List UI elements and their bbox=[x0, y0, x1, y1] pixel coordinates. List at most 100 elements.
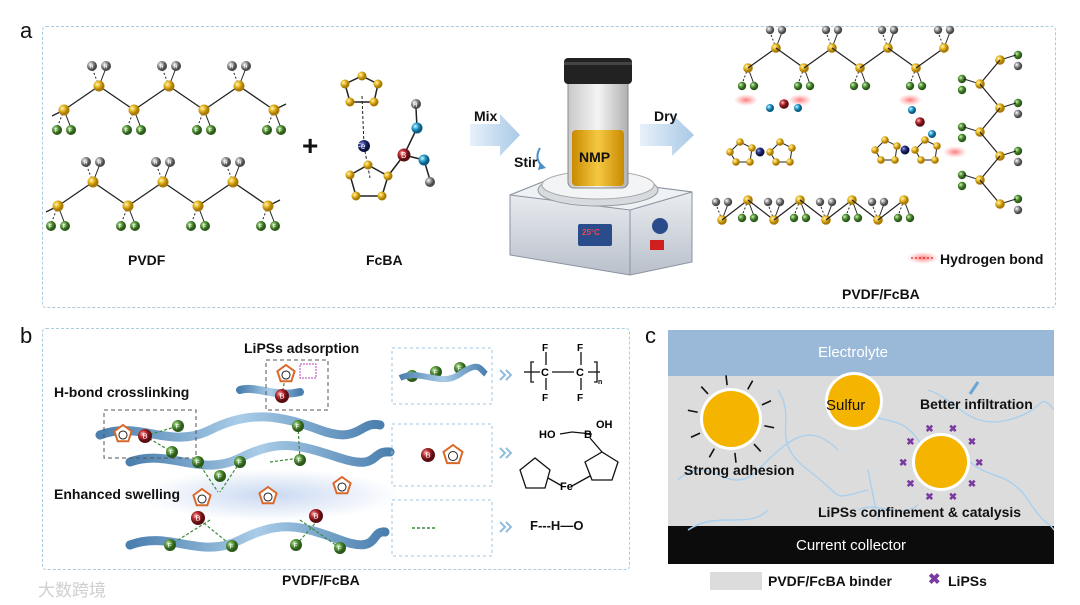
hydrogen-atom bbox=[87, 61, 97, 71]
boron-atom bbox=[397, 148, 411, 162]
hydrogen-atom-symbol: H bbox=[104, 65, 108, 71]
fluorine-atom bbox=[957, 122, 967, 132]
carbon-atom bbox=[369, 97, 379, 107]
adhesion-tick bbox=[725, 375, 728, 386]
svg-text:n: n bbox=[598, 379, 602, 386]
panel-c-graphic: ✖✖✖✖✖✖✖✖✖✖ bbox=[677, 372, 1054, 531]
adhesion-tick bbox=[690, 432, 701, 439]
carbon-atom bbox=[122, 200, 134, 212]
fluorine-atom bbox=[849, 81, 859, 91]
oxygen-atom bbox=[766, 104, 774, 112]
fluorine-atom bbox=[805, 81, 815, 91]
svg-text:F: F bbox=[542, 343, 548, 354]
carbon-atom bbox=[891, 156, 899, 164]
hydrogen-atom bbox=[95, 157, 105, 167]
stir-label: Stir bbox=[514, 154, 538, 170]
fluorine-atom bbox=[749, 81, 759, 91]
carbon-atom bbox=[357, 71, 367, 81]
svg-text:C: C bbox=[541, 367, 549, 379]
fluorine-atom bbox=[334, 542, 346, 554]
lips-marker-icon: ✖ bbox=[949, 492, 957, 503]
lips-marker-icon: ✖ bbox=[968, 479, 976, 490]
fluorine-atom bbox=[186, 221, 196, 231]
vial-solvent-label: NMP bbox=[579, 149, 610, 165]
cyclopentadienyl-ring bbox=[192, 487, 212, 507]
fluorine-atom bbox=[957, 74, 967, 84]
sulfur-label: Sulfur bbox=[826, 397, 866, 414]
fluorine-atom bbox=[957, 170, 967, 180]
carbon-atom bbox=[93, 80, 105, 92]
hydrogen-atom bbox=[1013, 109, 1023, 119]
panel-a-letter: a bbox=[20, 18, 33, 43]
carbon-atom bbox=[87, 176, 99, 188]
carbon-atom bbox=[345, 170, 355, 180]
boron-atom bbox=[138, 429, 152, 443]
pvdf-structural-formula bbox=[524, 352, 600, 390]
boron-atom bbox=[191, 511, 205, 525]
carbon-atom bbox=[877, 156, 885, 164]
fluorine-atom-symbol: F bbox=[168, 543, 172, 550]
pvdf-label: PVDF bbox=[128, 252, 166, 268]
infiltration-channels bbox=[677, 389, 1054, 531]
boron-atom bbox=[915, 117, 925, 127]
fluorine-atom bbox=[276, 125, 286, 135]
hydrogen-bond-glow bbox=[943, 146, 967, 158]
lips-marker-icon: ✖ bbox=[949, 424, 957, 435]
hydrogen-atom-symbol: H bbox=[84, 161, 88, 167]
lips-confinement-label: LiPSs confinement & catalysis bbox=[818, 504, 1022, 520]
fluorine-atom-symbol: F bbox=[265, 129, 269, 135]
hydrogen-atom bbox=[81, 157, 91, 167]
fluorine-atom-symbol: F bbox=[338, 546, 342, 553]
legend-box-fcba bbox=[391, 423, 493, 487]
oxygen-atom bbox=[928, 130, 936, 138]
hydrogen-atom bbox=[815, 197, 825, 207]
hydrogen-atom bbox=[945, 25, 955, 35]
fluorine-atom bbox=[1013, 50, 1023, 60]
binder-ribbons bbox=[95, 384, 395, 552]
carbon-atom bbox=[58, 104, 70, 116]
adsorption-box bbox=[265, 359, 329, 411]
carbon-atom bbox=[911, 146, 919, 154]
boron-atom bbox=[309, 509, 323, 523]
boron-atom bbox=[421, 448, 435, 462]
carbon-atom bbox=[776, 138, 784, 146]
fluorine-atom bbox=[861, 81, 871, 91]
iron-atom bbox=[358, 140, 370, 152]
fluorine-atom-symbol: F bbox=[133, 225, 137, 231]
fluorine-atom bbox=[957, 133, 967, 143]
carbon-atom bbox=[345, 97, 355, 107]
carbon-atom bbox=[748, 144, 756, 152]
hydrogen-atom-symbol: H bbox=[160, 65, 164, 71]
boron-atom bbox=[779, 99, 789, 109]
fluorine-atom-symbol: F bbox=[294, 543, 298, 550]
fluorine-atom-symbol: F bbox=[218, 474, 222, 481]
carbon-atom bbox=[893, 142, 901, 150]
lips-marker-icon: ✖ bbox=[899, 458, 907, 469]
binder-legend-swatch bbox=[710, 572, 762, 590]
panel-b-frame bbox=[42, 328, 630, 570]
hydrogen-atom-symbol: H bbox=[174, 65, 178, 71]
carbon-atom bbox=[881, 136, 889, 144]
cyclopentadienyl-ring bbox=[276, 363, 296, 383]
cyclopentadienyl-ring bbox=[442, 443, 464, 465]
hydrogen-atom bbox=[889, 25, 899, 35]
fluorine-atom bbox=[1013, 194, 1023, 204]
adhesion-tick bbox=[764, 424, 775, 429]
fluorine-atom bbox=[130, 221, 140, 231]
hydrogen-atom bbox=[165, 157, 175, 167]
infiltration-arrow-icon bbox=[968, 381, 980, 395]
fluorine-atom bbox=[789, 213, 799, 223]
sulfur-particle-confined bbox=[915, 436, 967, 488]
lips-adsorption-label: LiPSs adsorption bbox=[244, 340, 360, 356]
dry-arrow bbox=[640, 114, 694, 156]
carbon-atom bbox=[788, 144, 796, 152]
hydrogen-atom bbox=[867, 197, 877, 207]
hydrogen-atom bbox=[101, 61, 111, 71]
lips-marker-icon: ✖ bbox=[906, 479, 914, 490]
hydrogen-atom bbox=[157, 61, 167, 71]
hydrogen-atom bbox=[765, 25, 775, 35]
cyclopentadienyl-ring bbox=[258, 485, 278, 505]
hydrogen-atom bbox=[1013, 157, 1023, 167]
carbon-atom bbox=[746, 158, 754, 166]
fluorine-atom-symbol: F bbox=[458, 366, 462, 373]
